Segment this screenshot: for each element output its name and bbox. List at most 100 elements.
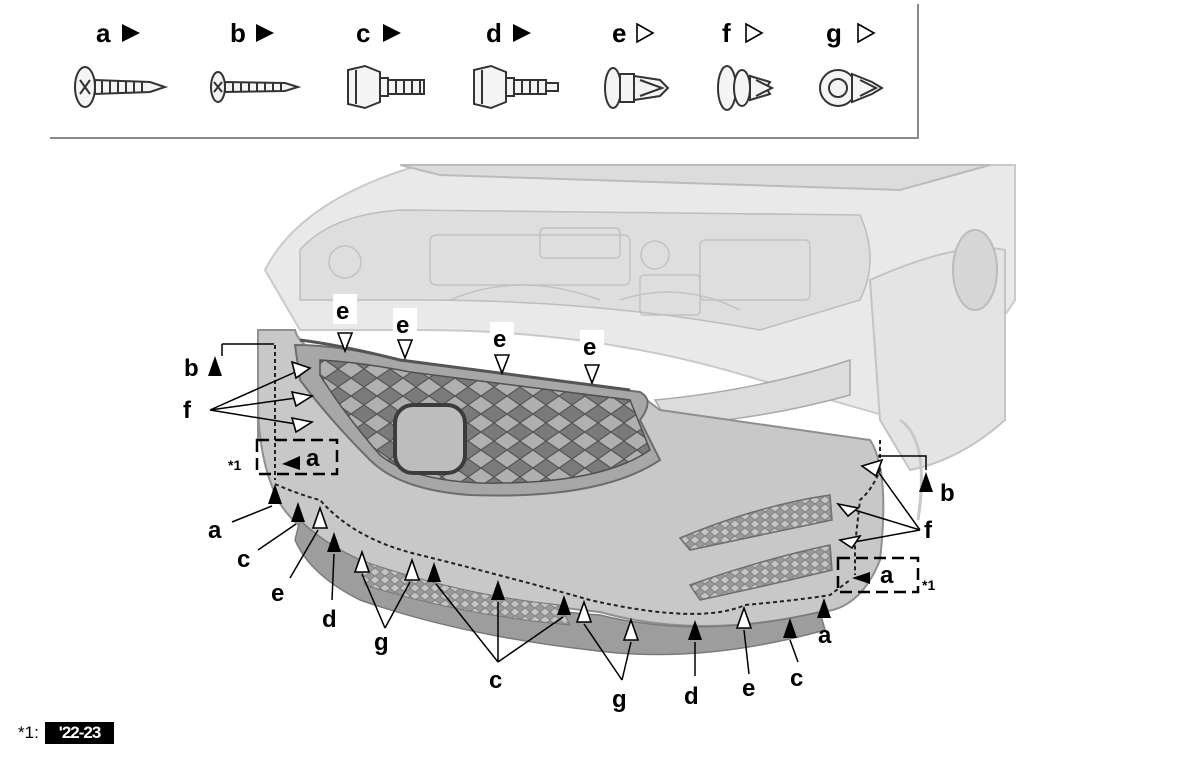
callout-b-left: b [184,343,274,382]
solid-triangle-marker [817,598,831,618]
legend-letter-g: g [826,18,842,48]
model-year-box-left [255,438,339,476]
fastener-legend: a b c [50,4,919,139]
hollow-triangle-marker [353,549,371,573]
hollow-triangle-marker [857,22,876,44]
legend-letter-d: d [486,18,502,48]
hollow-triangle-marker [403,557,421,581]
fog-light-opening-lower [688,544,833,601]
solid-triangle-marker [783,618,797,638]
legend-letter-b: b [230,18,246,48]
hollow-triangle-marker [735,605,753,629]
solid-triangle-marker [327,532,341,552]
callout-f-left: f [183,360,315,434]
model-year-footnote: *1: '22-23 [18,722,115,744]
model-year-box-right [836,556,920,594]
callout-letter-b: b [940,480,955,507]
lower-callout-letters: a c e d g c g d e c a [208,517,832,713]
solid-triangle-marker [513,24,531,42]
lower-left-markers [268,484,831,641]
open-hood [399,164,991,192]
hollow-triangle-marker [575,599,593,623]
footnote-key: *1: [18,723,39,742]
callout-e-top: e e e e [333,294,604,361]
callout-letter-g: g [374,629,389,656]
callout-letter-b: b [184,355,199,382]
hollow-triangle-marker [290,360,312,380]
side-mirror [952,229,998,311]
hollow-triangle-marker [311,505,329,529]
legend-item-g: g [819,18,884,107]
callout-letter-c: c [489,667,502,694]
flange-bolt-icon [347,64,425,110]
solid-triangle-marker [919,472,933,492]
hollow-triangle-marker [835,502,860,518]
hollow-triangle-marker [837,534,862,550]
engine-details [328,227,811,316]
legend-item-c: c [347,18,425,110]
legend-letter-e: e [612,18,626,48]
emblem [393,403,467,475]
hollow-triangle-marker [493,354,511,376]
callout-letter-d: d [684,683,699,710]
callout-letter-f: f [183,397,192,424]
callout-f-right: f [835,458,933,550]
lower-grille-mesh [359,559,571,626]
flange-bolt-icon [473,64,559,110]
legend-item-a: a [74,18,169,108]
hollow-triangle-marker [583,364,601,386]
legend-item-b: b [210,18,302,103]
callout-letter-a: a [208,517,222,544]
callout-a-boxed-right: a *1 [852,562,935,593]
callout-letter-e: e [493,326,506,353]
clip-icon [604,67,670,109]
solid-triangle-marker [688,620,702,640]
hollow-triangle-marker [336,332,354,354]
tapping-screw-icon [74,66,169,108]
legend-frame [50,4,919,139]
hollow-triangle-marker [396,339,414,361]
legend-letter-f: f [722,18,731,48]
callout-letter-a: a [818,622,832,649]
hollow-triangle-marker [290,390,315,408]
front-wheel [899,418,923,521]
callout-letter-e: e [396,312,409,339]
solid-triangle-marker [122,24,140,42]
callout-letter-d: d [322,606,337,633]
hollow-triangle-marker [290,416,315,434]
solid-triangle-marker [383,24,401,42]
callout-letter-e: e [271,580,284,607]
hollow-triangle-marker [745,22,764,44]
solid-triangle-marker [557,595,571,615]
hollow-triangle-marker [622,617,640,641]
grille-top-strip [299,338,631,392]
footnote-ref: *1 [228,457,241,473]
model-year-badge: '22-23 [44,722,115,744]
solid-triangle-marker [427,562,441,582]
callout-letter-c: c [237,546,250,573]
callout-leader-lines [231,505,799,681]
legend-letter-a: a [96,18,111,48]
solid-triangle-marker [282,456,300,470]
callout-a-boxed-left: a *1 [228,445,320,473]
legend-item-e: e [604,18,670,109]
legend-item-f: f [717,18,775,111]
callout-letter-a: a [880,562,894,589]
fastener-dashed-path [274,483,851,615]
callout-letter-c: c [790,665,803,692]
clip-e-markers-top [336,332,601,386]
solid-triangle-marker [491,580,505,600]
solid-triangle-marker [208,356,222,376]
solid-triangle-marker [852,572,870,584]
callout-letter-e: e [742,675,755,702]
fog-light-opening-upper [678,494,833,551]
hollow-triangle-marker [636,22,655,44]
fastener-dashed-path [854,440,881,575]
car-front-bumper-illustration [257,164,1016,656]
callout-letter-f: f [924,517,933,544]
footnote-ref: *1 [922,577,935,593]
legend-item-d: d [473,18,559,110]
legend-letter-c: c [356,18,370,48]
hollow-triangle-marker [860,458,884,478]
